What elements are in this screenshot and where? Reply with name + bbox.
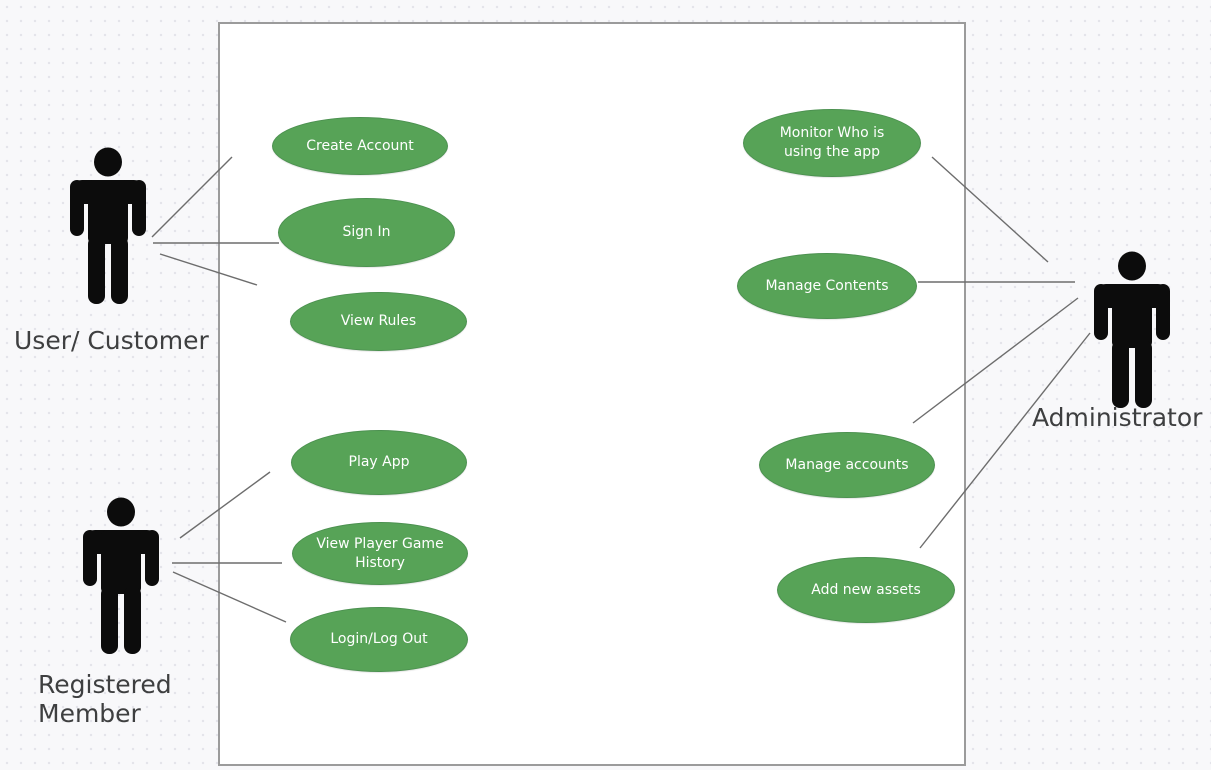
actor-label-user-customer: User/ Customer (14, 326, 209, 355)
usecase-label: Manage accounts (785, 456, 909, 473)
usecase-add-new-assets[interactable]: Add new assets (777, 557, 955, 623)
usecase-monitor-who-is-using-the-app[interactable]: Monitor Who is using the app (743, 109, 921, 177)
usecase-label: Add new assets (811, 581, 921, 598)
actor-label-registered-member: Registered Member (38, 670, 172, 728)
actor-user-customer[interactable] (70, 146, 146, 304)
person-icon (1094, 250, 1170, 408)
actor-administrator[interactable] (1094, 250, 1170, 408)
usecase-label: Manage Contents (765, 277, 889, 294)
usecase-sign-in[interactable]: Sign In (278, 198, 455, 267)
usecase-label: Monitor Who is using the app (779, 125, 885, 160)
usecase-manage-accounts[interactable]: Manage accounts (759, 432, 935, 498)
actor-registered-member[interactable] (83, 496, 159, 654)
usecase-label: Play App (348, 454, 410, 471)
usecase-play-app[interactable]: Play App (291, 430, 467, 495)
person-icon (83, 496, 159, 654)
usecase-label: View Rules (340, 313, 417, 330)
usecase-label: Login/Log Out (330, 631, 428, 648)
usecase-manage-contents[interactable]: Manage Contents (737, 253, 917, 319)
usecase-view-player-game-history[interactable]: View Player Game History (292, 522, 468, 585)
usecase-label: View Player Game History (316, 535, 444, 571)
usecase-login-log-out[interactable]: Login/Log Out (290, 607, 468, 672)
actor-label-administrator: Administrator (1032, 403, 1203, 432)
usecase-label: Create Account (306, 137, 414, 154)
usecase-view-rules[interactable]: View Rules (290, 292, 467, 351)
person-icon (70, 146, 146, 304)
usecase-label: Sign In (342, 224, 391, 241)
usecase-create-account[interactable]: Create Account (272, 117, 448, 175)
